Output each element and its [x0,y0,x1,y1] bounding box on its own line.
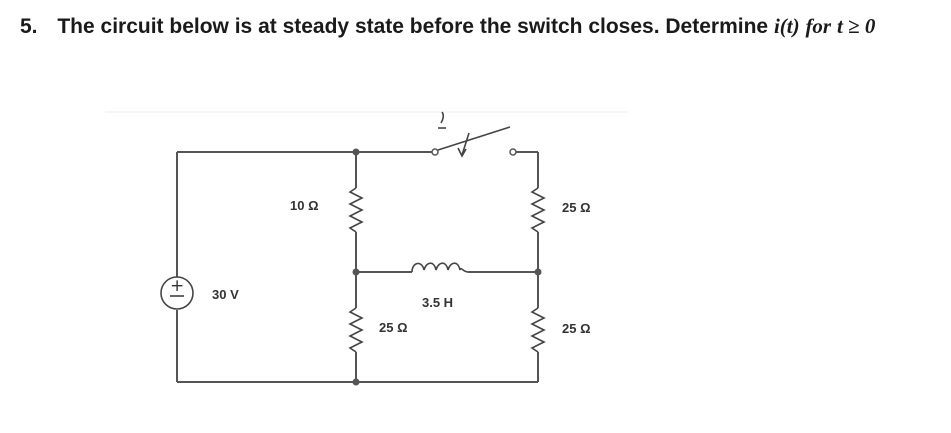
switch-blade [437,126,511,151]
junction-inductor-left [352,268,360,276]
resistor-10-ohm-label: 10 Ω [290,198,319,213]
resistor-25-ohm-right-top-label: 25 Ω [562,200,591,215]
math-for: for [805,14,832,38]
resistor-10-ohm [348,187,364,233]
source-plus-sign: + [170,276,184,296]
resistor-25-ohm-right-bottom [530,307,546,353]
problem-statement: 5. The circuit below is at steady state … [20,14,875,39]
resistor-25-ohm-right-bottom-label: 25 Ω [562,321,591,336]
inductor-label: 3.5 H [422,295,453,310]
resistor-25-ohm-mid-label: 25 Ω [379,320,408,335]
math-function: i(t) [773,14,800,38]
switch-terminal-right [509,148,517,156]
junction-top-mid [352,148,360,156]
inductor [411,262,469,273]
problem-text: The circuit below is at steady state bef… [57,15,769,38]
source-label: 30 V [212,287,239,302]
voltage-source [160,276,194,310]
resistor-25-ohm-mid [348,307,364,353]
resistor-25-ohm-right-top [530,187,546,233]
switch-arrow-icon [457,132,470,158]
problem-number: 5. [20,15,38,38]
switch-hook [440,111,445,124]
junction-inductor-right [534,268,542,276]
junction-bottom-mid [352,378,360,386]
math-condition: t ≥ 0 [836,14,876,38]
switch-terminal-left [431,148,439,156]
